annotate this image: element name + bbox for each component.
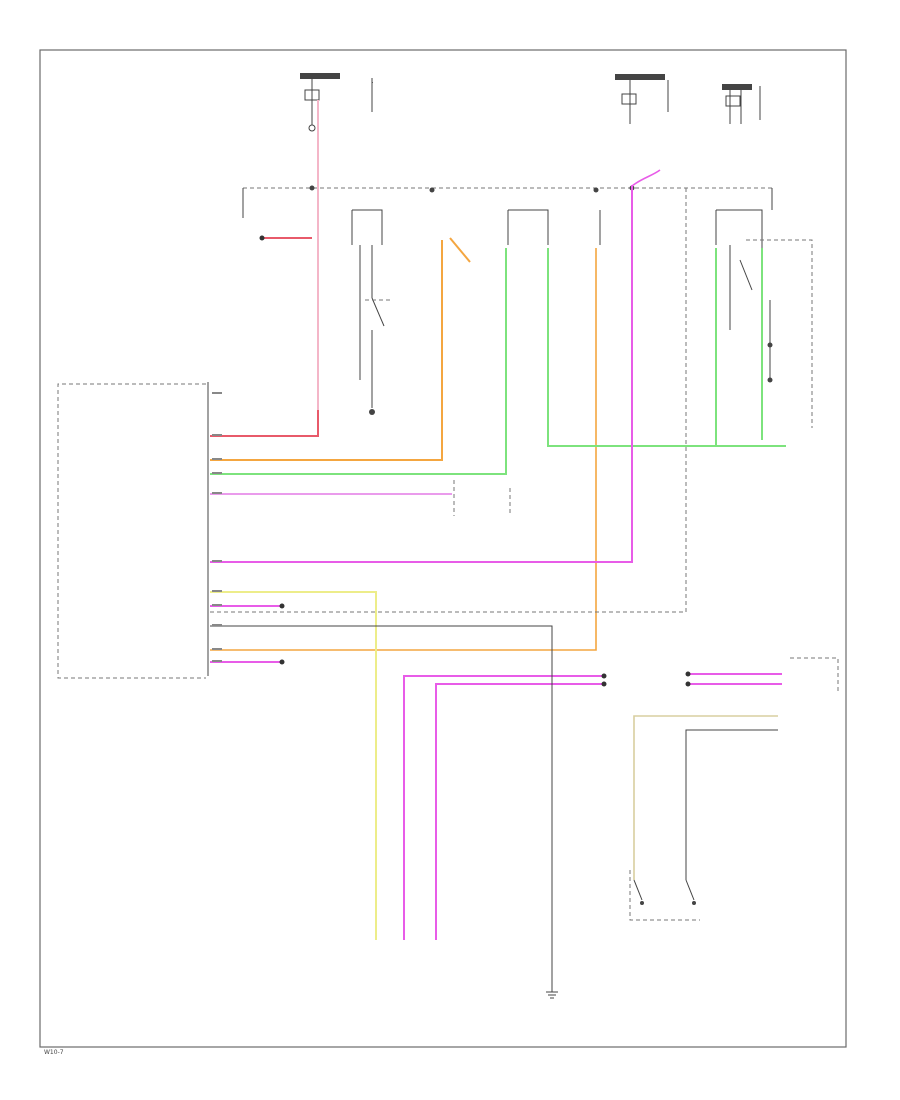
wire-right-lower (685, 729, 778, 880)
driver-switch (629, 870, 700, 921)
wire-magenta-right (688, 673, 782, 685)
wire-magenta-top (631, 169, 661, 187)
fuse-block-right (615, 74, 761, 124)
inline-connector-mid (259, 235, 691, 687)
passenger-presence-switch (729, 239, 813, 428)
wire-yellow (210, 591, 377, 940)
wire-ground (210, 625, 553, 986)
seat-belt-switch (359, 245, 392, 415)
wire-tan (633, 715, 778, 880)
wire-magenta-main (210, 185, 633, 563)
control-module-bracket (57, 383, 206, 679)
wire-orange-tap (449, 237, 471, 263)
wire-green-left (210, 248, 507, 475)
wire-magenta-pair-c (435, 683, 604, 940)
right-module-bracket (790, 657, 839, 692)
fuse-block-left (300, 73, 373, 132)
upper-connector-row (351, 209, 763, 245)
wire-orange-long (210, 248, 597, 651)
diagram-code: W10-7 (44, 1049, 64, 1056)
wire-red-lower (210, 410, 319, 437)
wire-green-right (547, 248, 786, 447)
module-pin-markers (212, 392, 222, 662)
wire-green-right-up (715, 248, 763, 446)
diagram-border (39, 49, 847, 1048)
wire-orange (210, 240, 443, 461)
splice-nodes (309, 185, 635, 193)
wire-red (210, 100, 319, 437)
wire-magenta-pair-b (403, 675, 604, 940)
ground-symbol (546, 986, 558, 999)
wire-magenta-pair-a (210, 605, 280, 663)
wire-ground-dash (210, 186, 687, 613)
